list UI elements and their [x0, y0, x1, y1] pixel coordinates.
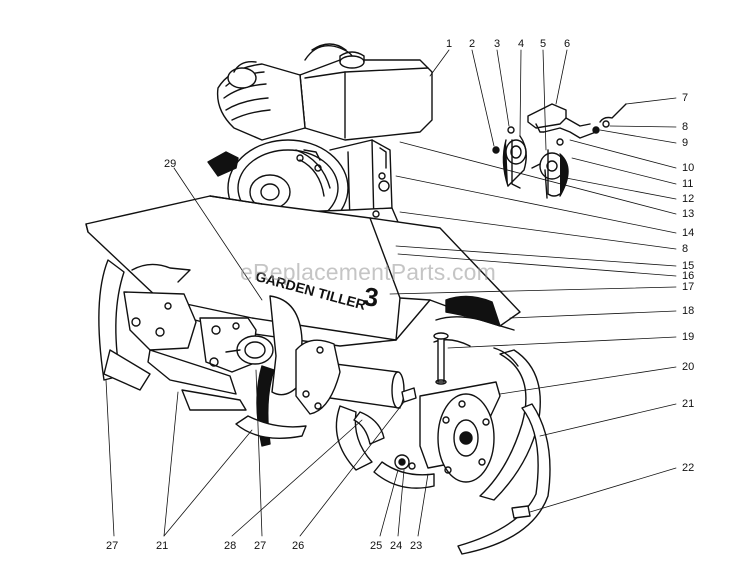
callout-2: 2 — [469, 38, 476, 50]
callout-18: 18 — [682, 305, 695, 317]
drive-parts — [492, 103, 627, 199]
callout-1: 1 — [446, 38, 453, 50]
callout-7: 7 — [682, 92, 689, 104]
watermark: eReplacementParts.com — [240, 259, 497, 285]
callout-8: 8 — [682, 121, 689, 133]
callout-15: 15 — [682, 260, 695, 272]
callout-28: 28 — [224, 540, 237, 552]
callout-24: 24 — [390, 540, 403, 552]
callout-10: 10 — [682, 162, 695, 174]
callout-23: 23 — [410, 540, 423, 552]
callout-22: 22 — [682, 462, 695, 474]
callout-26: 26 — [292, 540, 305, 552]
callout-11: 11 — [682, 178, 694, 190]
callout-9: 9 — [682, 137, 689, 149]
callout-4: 4 — [518, 38, 525, 50]
callout-5: 5 — [540, 38, 547, 50]
callout-20: 20 — [682, 361, 695, 373]
callout-29: 29 — [164, 158, 177, 170]
left-tines — [98, 259, 307, 447]
right-tines — [295, 332, 551, 555]
callout-8-lower: 8 — [682, 243, 689, 255]
callout-16: 16 — [682, 270, 695, 282]
callout-12: 12 — [682, 193, 695, 205]
callout-13: 13 — [682, 208, 695, 220]
callout-27-center: 27 — [254, 540, 267, 552]
callout-27-left: 27 — [106, 540, 119, 552]
callout-19: 19 — [682, 331, 695, 343]
callout-6: 6 — [564, 38, 571, 50]
callout-21-bottom: 21 — [156, 540, 169, 552]
callout-25: 25 — [370, 540, 383, 552]
callout-14: 14 — [682, 227, 695, 239]
callout-17: 17 — [682, 281, 695, 293]
callout-3: 3 — [494, 38, 501, 50]
callout-21-right: 21 — [682, 398, 695, 410]
leader-lines — [105, 49, 677, 537]
